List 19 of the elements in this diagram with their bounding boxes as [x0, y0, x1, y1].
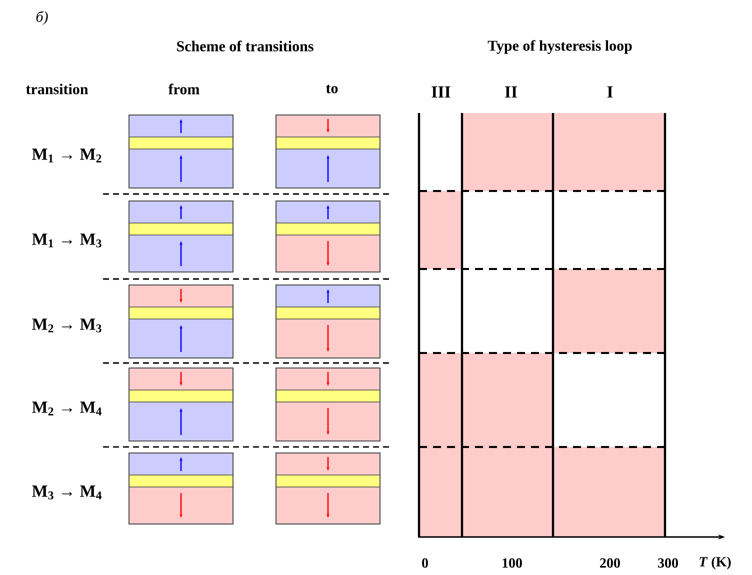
panel-label: б) — [36, 11, 48, 25]
tick-label: 300 — [658, 558, 678, 568]
transition-label: M$_{1}$ → M$_{2}$ — [32, 148, 102, 162]
tick-label: 100 — [502, 558, 522, 568]
axis-label: T (K) — [700, 556, 731, 570]
loop-type-label: II — [504, 86, 518, 98]
transition-label: M$_{2}$ → M$_{3}$ — [32, 318, 102, 332]
tick-label: 200 — [600, 558, 620, 568]
section-title: Scheme of transitions — [177, 40, 314, 52]
transition-label: M$_{1}$ → M$_{3}$ — [32, 234, 102, 248]
column-header: to — [326, 84, 338, 94]
transition-label: M$_{2}$ → M$_{4}$ — [32, 402, 102, 416]
section-title: Type of hysteresis loop — [488, 40, 632, 54]
column-header: from — [168, 84, 200, 94]
tick-label: 0 — [422, 558, 428, 568]
column-header: transition — [26, 84, 88, 94]
loop-type-label: III — [432, 86, 450, 98]
loop-type-label: I — [607, 86, 613, 98]
transition-label: M$_{3}$ → M$_{4}$ — [32, 486, 102, 500]
